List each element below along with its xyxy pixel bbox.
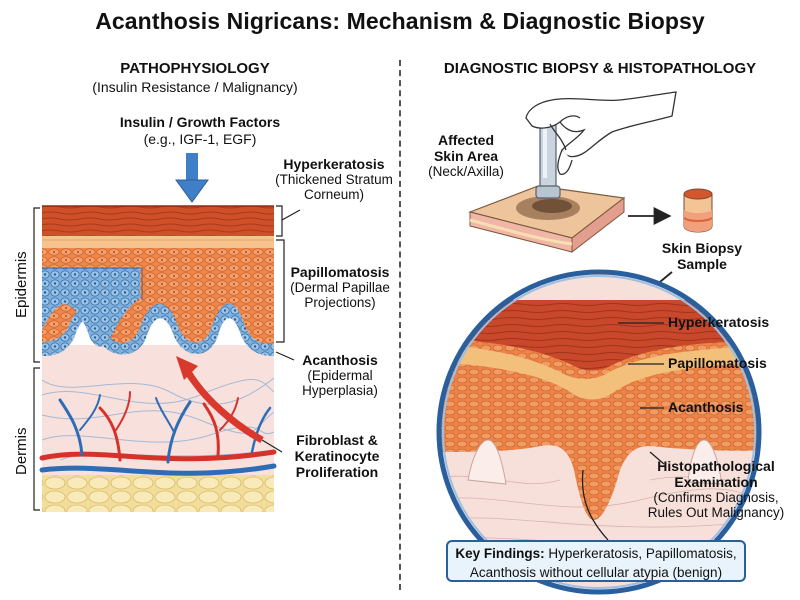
histology-circle-border xyxy=(436,269,762,595)
sample-line-2: Sample xyxy=(677,256,727,272)
basal-layer-left xyxy=(42,268,140,347)
histo-line-3: (Confirms Diagnosis, xyxy=(653,490,779,505)
acanthosis-desc-1: (Epidermal xyxy=(307,368,373,383)
acanthosis-title: Acanthosis xyxy=(302,352,378,368)
label-brackets xyxy=(261,205,301,453)
key-findings-box: Key Findings: Hyperkeratosis, Papillomat… xyxy=(446,540,746,582)
proliferation-arrow xyxy=(185,370,264,444)
sample-callout: Skin Biopsy Sample xyxy=(642,240,762,272)
pathophysiology-subheading: (Insulin Resistance / Malignancy) xyxy=(92,79,298,95)
affected-line-2: Skin Area xyxy=(433,148,499,164)
biopsy-heading: DIAGNOSTIC BIOPSY & HISTOPATHOLOGY xyxy=(443,60,757,77)
sample-line-1: Skin Biopsy xyxy=(661,240,743,256)
histopathology-callout: Histopathological Examination (Confirms … xyxy=(636,458,796,520)
hand-drawing xyxy=(525,91,677,175)
key-findings-text-1: Hyperkeratosis, Papillomatosis, xyxy=(544,546,737,561)
biopsy-sample xyxy=(683,188,713,233)
histo-line-2: Examination xyxy=(674,474,758,490)
basal-rim xyxy=(42,303,274,356)
papillomatosis-desc-1: (Dermal Papillae xyxy=(290,280,390,295)
panel-divider xyxy=(399,60,401,590)
circle-hyperkeratosis-label: Hyperkeratosis xyxy=(668,314,770,330)
histo-line-4: Rules Out Malignancy) xyxy=(647,505,785,520)
skin-cross-section xyxy=(39,205,277,512)
affected-line-1: Affected xyxy=(437,132,494,148)
histo-line-1: Histopathological xyxy=(657,458,775,474)
histology-view xyxy=(439,272,759,592)
epidermis-label: Epidermis xyxy=(13,251,30,318)
affected-line-3: (Neck/Axilla) xyxy=(428,164,504,179)
dermis-label: Dermis xyxy=(13,427,30,476)
blood-vessels xyxy=(39,391,277,476)
papillomatosis-title: Papillomatosis xyxy=(290,264,390,280)
page-title: Acanthosis Nigricans: Mechanism & Diagno… xyxy=(95,8,705,34)
hyperkeratosis-desc-2: Corneum) xyxy=(303,187,365,202)
fibroblast-line-2: Keratinocyte xyxy=(294,448,380,464)
pathophysiology-heading: PATHOPHYSIOLOGY xyxy=(120,60,270,77)
growth-factor-arrow xyxy=(175,153,209,203)
papillomatosis-desc-2: Projections) xyxy=(304,295,376,310)
subcutaneous-fat xyxy=(42,472,274,512)
acanthosis-callout: Acanthosis (Epidermal Hyperplasia) xyxy=(290,352,390,398)
fibroblast-callout: Fibroblast & Keratinocyte Proliferation xyxy=(282,432,392,480)
stratum-corneum xyxy=(42,206,274,236)
key-findings-label: Key Findings: xyxy=(455,546,545,561)
papillomatosis-callout: Papillomatosis (Dermal Papillae Projecti… xyxy=(284,264,396,310)
circle-acanthosis-label: Acanthosis xyxy=(668,399,744,415)
affected-area-callout: Affected Skin Area (Neck/Axilla) xyxy=(418,132,514,179)
fibroblast-line-1: Fibroblast & xyxy=(296,432,378,448)
histology-leaders xyxy=(581,322,665,541)
skin-slab xyxy=(468,185,626,254)
hyperkeratosis-callout: Hyperkeratosis (Thickened Stratum Corneu… xyxy=(272,156,396,202)
hyperkeratosis-title: Hyperkeratosis xyxy=(283,156,385,172)
circle-papillomatosis-label: Papillomatosis xyxy=(668,355,767,371)
acanthosis-desc-2: Hyperplasia) xyxy=(302,383,378,398)
fibroblast-line-3: Proliferation xyxy=(295,464,379,480)
layer-brackets xyxy=(33,207,40,511)
insulin-label: Insulin / Growth Factors xyxy=(119,114,281,130)
hyperkeratosis-desc-1: (Thickened Stratum xyxy=(275,172,393,187)
key-findings-text-2: Acanthosis without cellular atypia (beni… xyxy=(469,565,723,580)
insulin-sub-label: (e.g., IGF-1, EGF) xyxy=(143,131,257,147)
